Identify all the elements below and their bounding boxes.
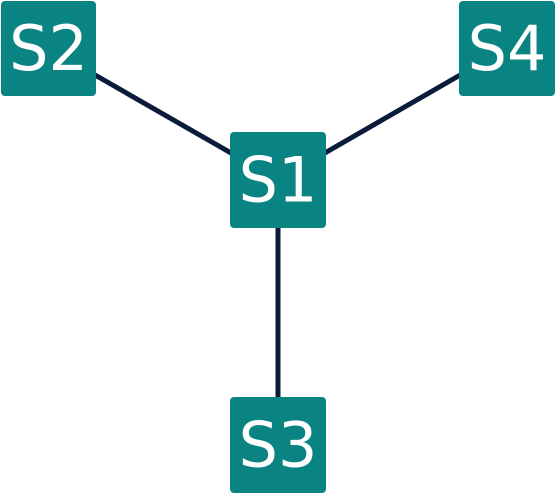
node-s3-box [230, 397, 326, 493]
node-s3-label: S3 [239, 409, 318, 482]
node-s4-box [459, 1, 555, 96]
node-s4[interactable]: S4 [459, 1, 555, 96]
node-s2[interactable]: S2 [1, 1, 96, 96]
edges-layer [46, 45, 509, 445]
node-s1-label: S1 [239, 144, 318, 217]
node-s1[interactable]: S1 [230, 132, 326, 228]
node-s2-label: S2 [9, 12, 88, 85]
node-s2-box [1, 1, 96, 96]
node-s1-box [230, 132, 326, 228]
node-s4-label: S4 [468, 12, 547, 85]
node-s3[interactable]: S3 [230, 397, 326, 493]
